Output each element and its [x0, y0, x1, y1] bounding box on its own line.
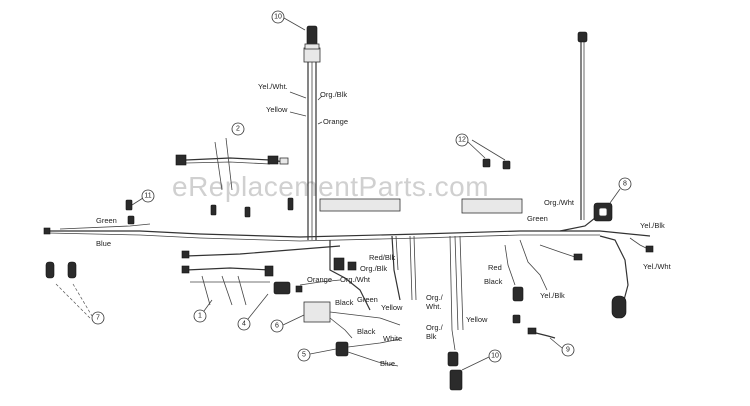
label-org-wht-mid: Org./Wht [340, 275, 371, 284]
item-2-harness [175, 137, 289, 191]
right-vertical-wire [577, 31, 588, 220]
callout-6: 6 [270, 314, 305, 333]
callouts: 10 2 12 11 8 1 4 [91, 10, 632, 371]
label-black-mid: Black [335, 298, 354, 307]
callout-12: 12 [455, 133, 469, 147]
label-black-right: Black [484, 277, 503, 286]
svg-text:11: 11 [144, 193, 151, 200]
svg-text:6: 6 [275, 323, 279, 330]
label-yel-wht-right: Yel./Wht [643, 262, 672, 271]
label-yel-wht-top: Yel./Wht. [258, 82, 288, 91]
label-green-mid: Green [357, 295, 378, 304]
item-5-connector [335, 338, 401, 367]
callout-5: 5 [297, 348, 337, 362]
callout-9: 9 [549, 337, 575, 357]
svg-text:10: 10 [491, 353, 499, 360]
svg-text:12: 12 [458, 137, 466, 144]
fuses [127, 197, 294, 225]
label-orange-mid: Orange [307, 275, 332, 284]
svg-text:2: 2 [236, 126, 240, 133]
label-org-blk-mid: Org./Blk [360, 264, 387, 273]
item-7-bulbs [45, 261, 93, 319]
label-yellow-bottom: Yellow [466, 315, 488, 324]
vertical-harness [289, 25, 323, 240]
item-1-harness [181, 245, 341, 306]
wire-labels: Yel./Wht. Org./Blk Yellow Orange Green B… [96, 82, 672, 368]
callout-4: 4 [237, 293, 269, 331]
label-blue-left: Blue [96, 239, 111, 248]
svg-text:5: 5 [302, 352, 306, 359]
label-yel-blk-lower: Yel./Blk [540, 291, 565, 300]
item-11-part [125, 197, 144, 211]
label-org-blk-bottom-2: Blk [426, 332, 437, 341]
label-green-left: Green [96, 216, 117, 225]
label-org-blk-bottom-1: Org./ [426, 323, 444, 332]
label-org-wht-right: Org./Wht [544, 198, 575, 207]
label-red-blk-mid: Red/Blk [369, 253, 396, 262]
callout-10-top: 10 [271, 10, 306, 31]
label-yellow-mid: Yellow [381, 303, 403, 312]
bracket-plates [319, 198, 523, 214]
item-8-connector [593, 202, 613, 222]
label-org-blk-top: Org./Blk [320, 90, 347, 99]
callout-1: 1 [193, 299, 213, 323]
svg-text:1: 1 [198, 313, 202, 320]
label-black-low: Black [357, 327, 376, 336]
right-bulb [611, 295, 627, 319]
item-10-bottom-connector [447, 351, 463, 391]
watermark: eReplacementParts.com [172, 171, 489, 202]
label-red-right: Red [488, 263, 502, 272]
callout-8: 8 [609, 177, 632, 204]
svg-text:7: 7 [96, 315, 100, 322]
label-blue-low: Blue [380, 359, 395, 368]
item-9-part [512, 286, 556, 339]
svg-text:8: 8 [623, 181, 627, 188]
callout-2: 2 [231, 122, 245, 136]
label-green-right: Green [527, 214, 548, 223]
svg-text:10: 10 [274, 14, 282, 21]
label-yel-blk-right: Yel./Blk [640, 221, 665, 230]
middle-connector-cluster [273, 235, 464, 351]
callout-10-bottom: 10 [461, 349, 502, 371]
label-org-wht-bottom-2: Wht. [426, 302, 441, 311]
item-12-fasteners [467, 139, 511, 170]
callout-11: 11 [141, 189, 155, 203]
label-yellow-top: Yellow [266, 105, 288, 114]
label-white-low: White [383, 334, 402, 343]
label-orange-top: Orange [323, 117, 348, 126]
label-org-wht-bottom-1: Org./ [426, 293, 444, 302]
main-harness [43, 213, 654, 301]
svg-text:4: 4 [242, 321, 246, 328]
callout-7: 7 [91, 311, 105, 325]
svg-text:9: 9 [566, 347, 570, 354]
